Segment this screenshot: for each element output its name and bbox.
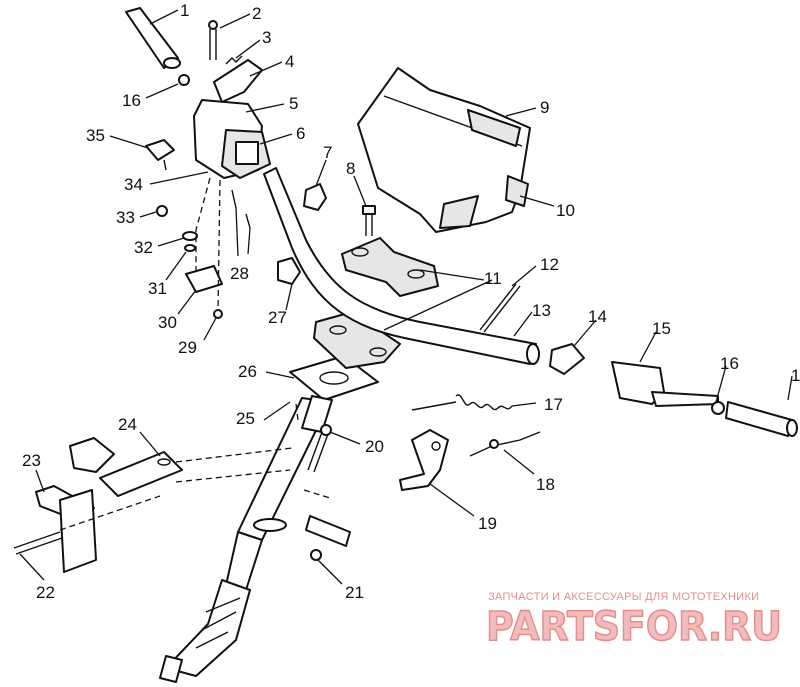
callout-17: 17 (544, 395, 563, 414)
bolt-22 (13, 531, 63, 555)
handlebar (263, 167, 540, 365)
headlight-pod (357, 67, 531, 233)
callout-3: 3 (262, 28, 271, 47)
callout-23: 23 (22, 451, 41, 470)
bolt-20 (307, 424, 332, 473)
callout-24: 24 (118, 415, 137, 434)
watermark-logo-text: PARTSFOR.RU (486, 604, 782, 646)
washer-16a (178, 74, 190, 86)
bolt-8 (362, 205, 376, 236)
cable-tie-12 (479, 283, 521, 333)
bracket-24 (99, 451, 183, 497)
throttle-housing (193, 59, 271, 179)
callout-35: 35 (86, 126, 105, 145)
callout-19: 19 (478, 514, 497, 533)
switch-35 (145, 139, 175, 171)
callout-labels: 1 2 3 4 5 6 7 8 9 10 11 12 13 14 15 16 1… (22, 1, 800, 602)
callout-18: 18 (536, 475, 555, 494)
wire-18 (469, 431, 541, 457)
callout-5: 5 (289, 94, 298, 113)
watermark-logo: PARTSFOR.RU (486, 603, 783, 646)
bracket-19 (399, 429, 449, 491)
callout-12: 12 (540, 255, 559, 274)
brake-master-15 (611, 361, 719, 407)
callout-31: 31 (148, 279, 167, 298)
upper-clamp (341, 237, 439, 297)
callout-13: 13 (532, 301, 551, 320)
callout-16-left: 16 (122, 91, 141, 110)
bushing-21 (305, 515, 351, 561)
callout-20: 20 (365, 437, 384, 456)
grip-right (725, 401, 798, 437)
steering-post (159, 397, 331, 683)
callout-6: 6 (296, 124, 305, 143)
clip-7 (303, 183, 327, 211)
callout-34: 34 (124, 175, 143, 194)
callout-11: 11 (484, 269, 502, 288)
callout-25: 25 (236, 409, 255, 428)
washer-32 (182, 231, 198, 241)
callout-7: 7 (323, 143, 332, 162)
watermark-tagline: ЗАПЧАСТИ И АКСЕССУАРЫ ДЛЯ МОТОТЕХНИКИ (488, 591, 760, 603)
callout-10: 10 (556, 201, 575, 220)
callout-30: 30 (158, 313, 177, 332)
callout-9: 9 (540, 98, 549, 117)
pin-2 (208, 20, 218, 60)
washer-16b (711, 401, 725, 415)
washer-31 (184, 244, 196, 252)
screws-28 (231, 189, 251, 229)
callout-27: 27 (268, 308, 287, 327)
callout-22: 22 (36, 583, 55, 602)
callout-33: 33 (116, 208, 135, 227)
screw-29 (213, 309, 223, 319)
callout-21: 21 (345, 583, 364, 602)
spring-3 (225, 55, 243, 65)
bracket-30 (185, 265, 223, 293)
knob (69, 437, 115, 473)
clamp-23 (35, 485, 97, 573)
callout-14: 14 (588, 307, 607, 326)
nut-33 (156, 205, 168, 217)
callout-15: 15 (652, 319, 671, 338)
switch-14 (549, 343, 585, 375)
callout-16-right: 16 (720, 354, 739, 373)
coil-wire-17 (411, 394, 513, 411)
callout-1: 1 (180, 1, 189, 20)
callout-8: 8 (346, 159, 355, 178)
callout-2: 2 (252, 4, 261, 23)
callout-4: 4 (285, 52, 294, 71)
leader-lines (19, 9, 793, 585)
callout-32: 32 (134, 238, 153, 257)
callout-26: 26 (238, 362, 257, 381)
callout-29: 29 (178, 338, 197, 357)
callout-28: 28 (230, 264, 249, 283)
callout-1-right: 1 (791, 366, 800, 385)
clip-27 (277, 257, 301, 285)
grip-left (125, 7, 181, 69)
